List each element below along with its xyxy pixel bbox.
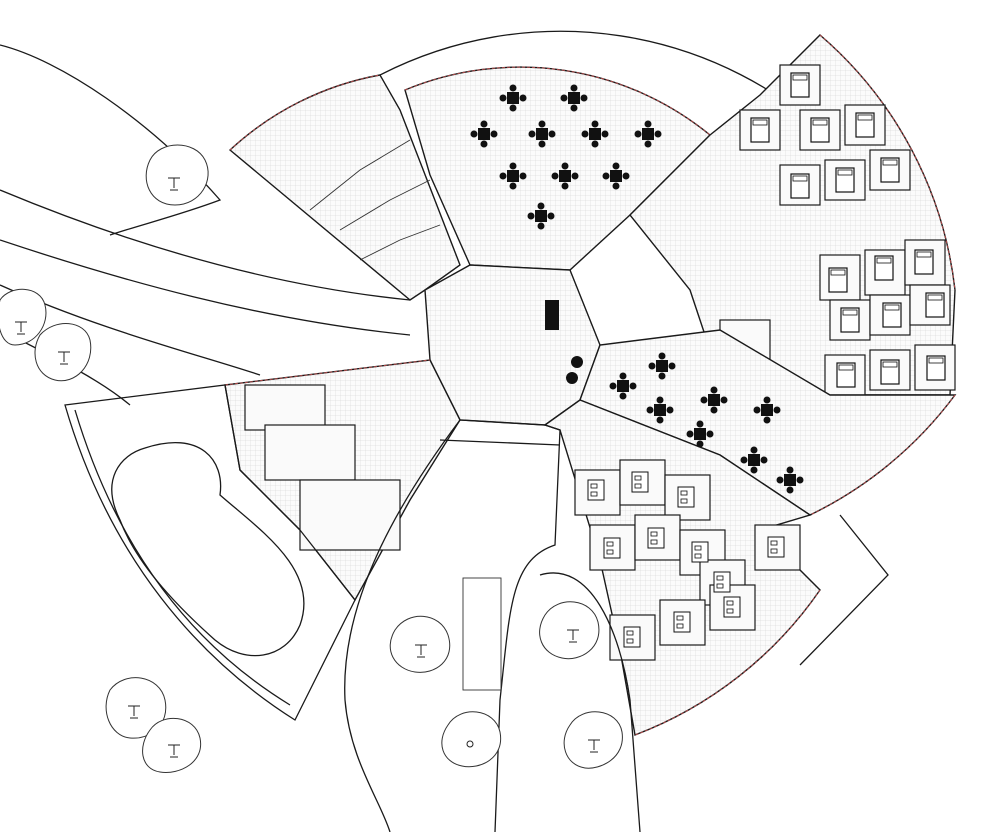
entrance-drive (344, 419, 641, 832)
restrooms (228, 74, 461, 301)
lounge-west (224, 359, 461, 602)
tree (0, 144, 623, 773)
pool (64, 384, 356, 721)
